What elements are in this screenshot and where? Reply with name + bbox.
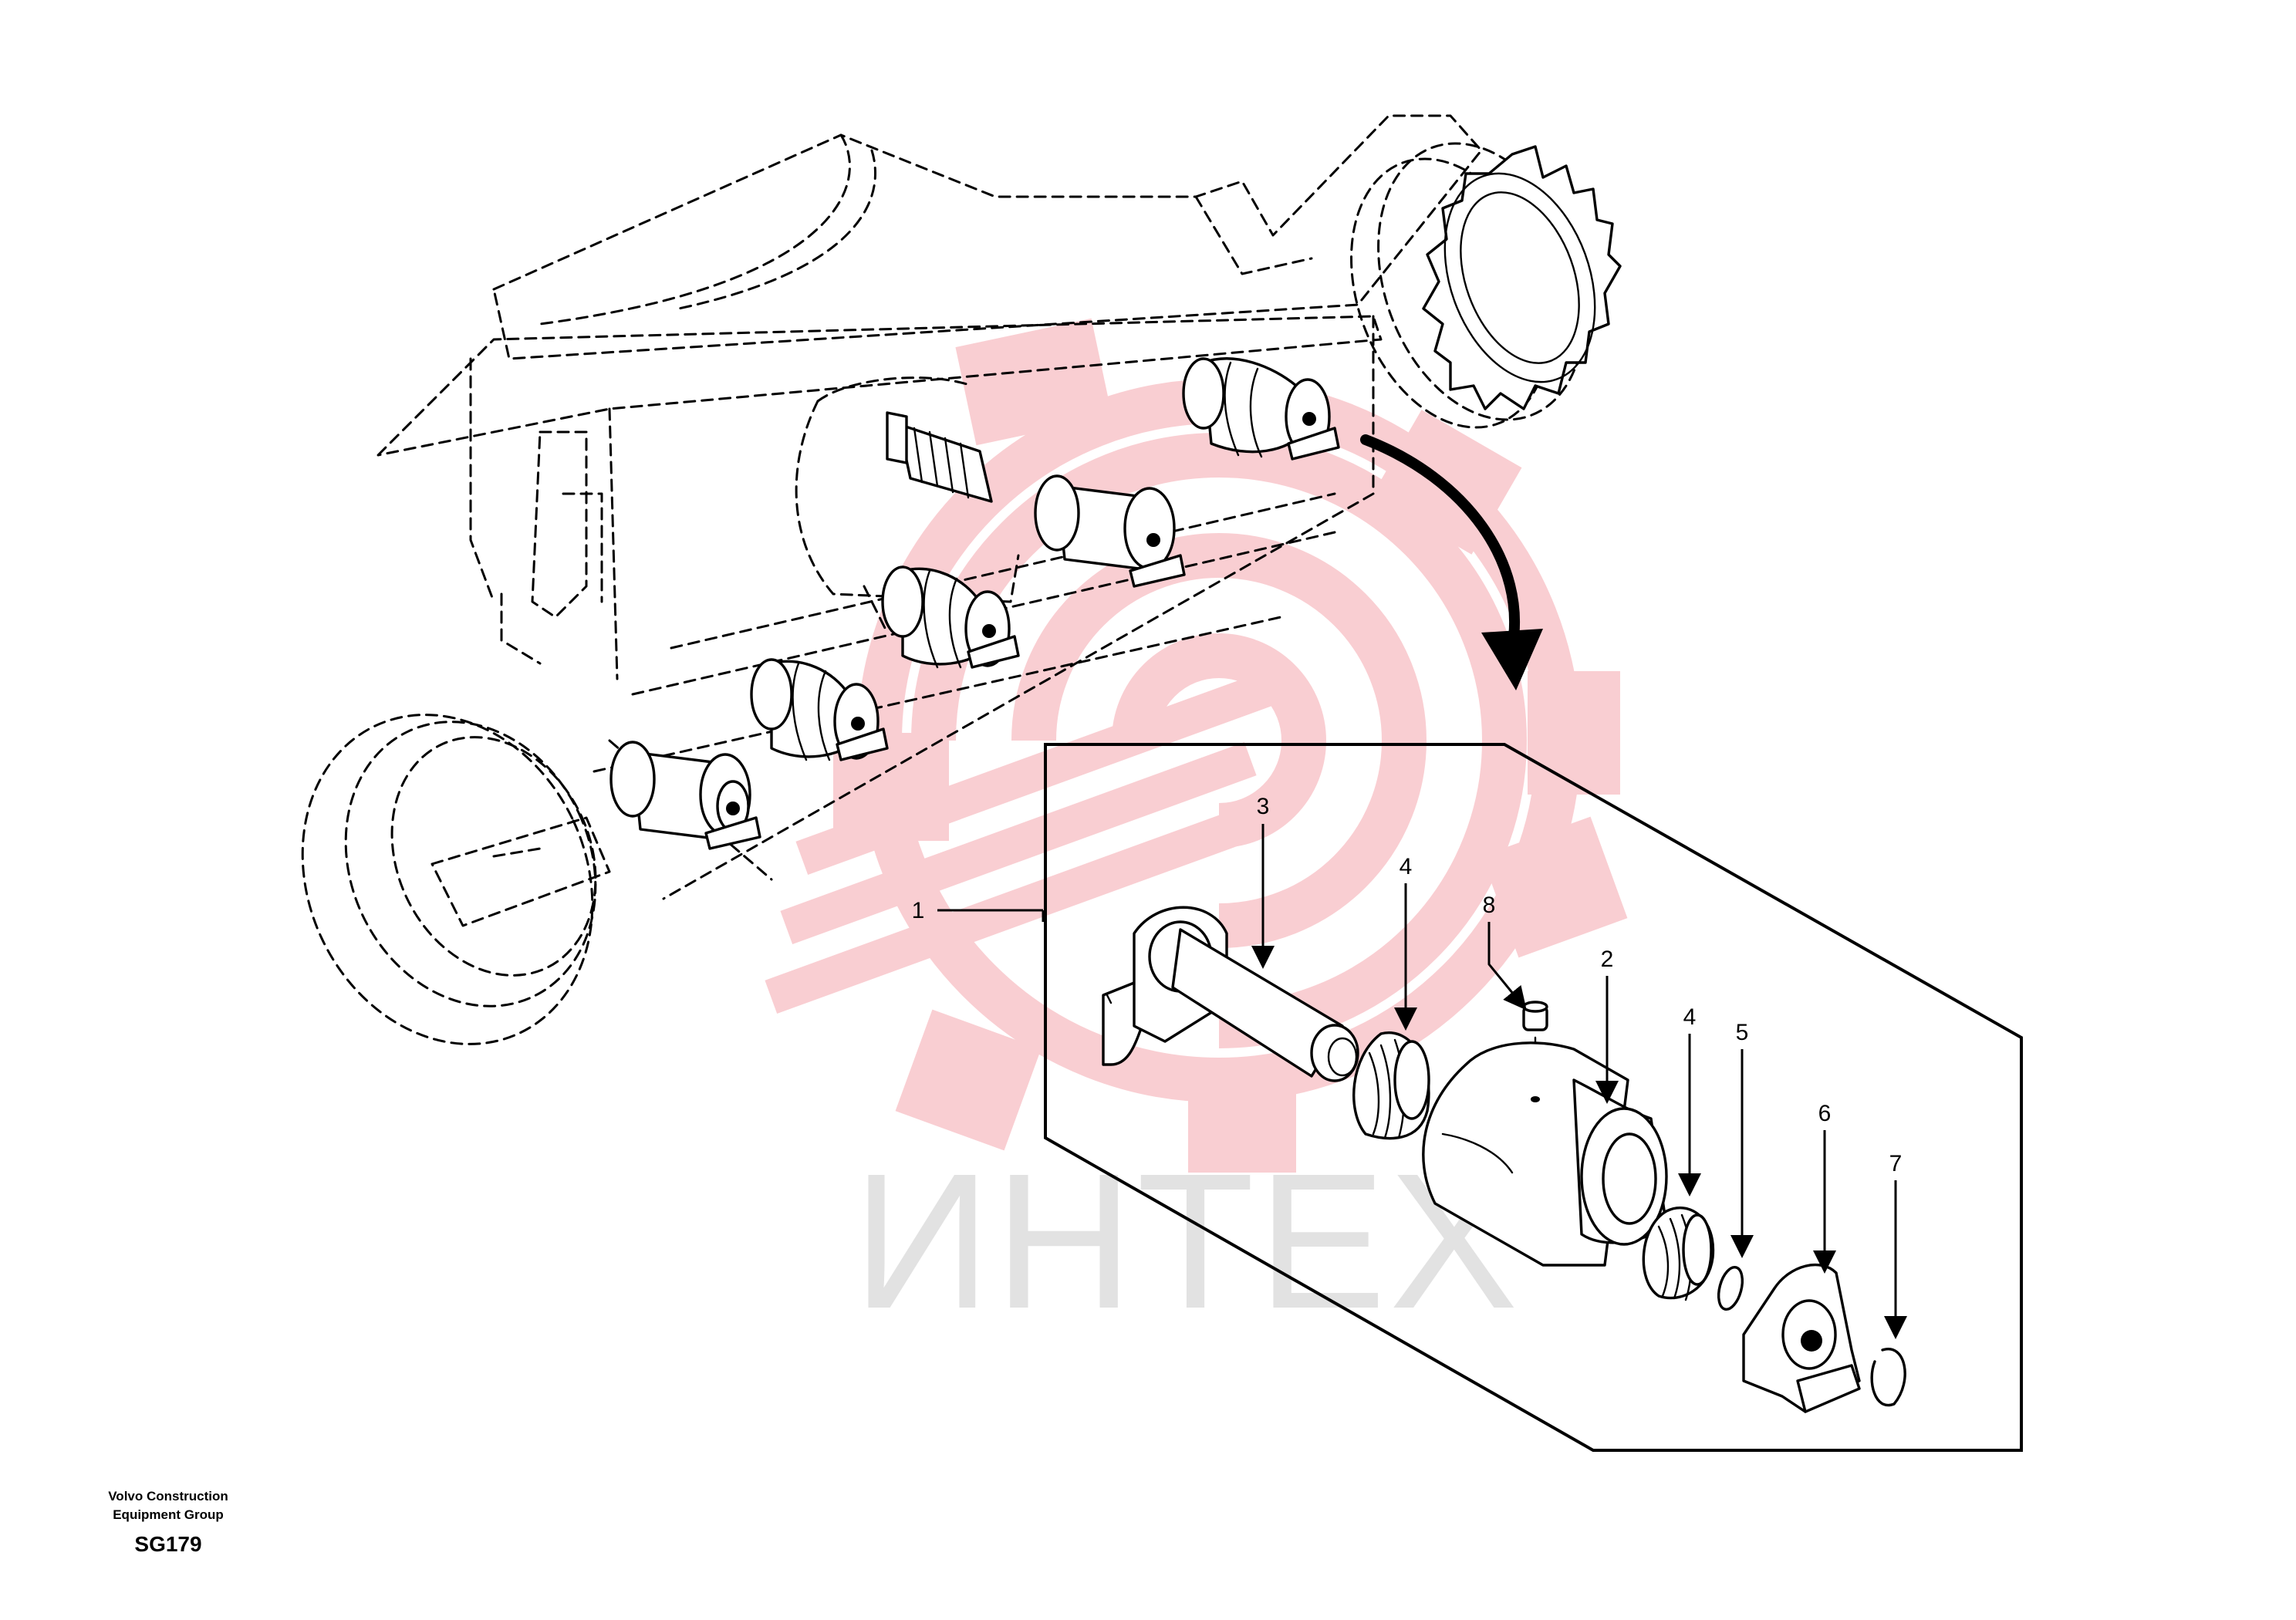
callout-4-right: 4: [1683, 1004, 1697, 1030]
sprocket: [1422, 145, 1622, 410]
callout-5: 5: [1736, 1020, 1749, 1045]
carrier-roller: [886, 411, 993, 503]
roller-2: [750, 658, 889, 761]
callout-numbers: 1 3 4 8 2 4 5 6 7: [912, 794, 1903, 1176]
part-7-snap-ring: [1870, 1348, 1906, 1407]
callout-leaders: [937, 824, 1907, 1339]
detail-frame: [1044, 743, 2023, 1452]
callout-2: 2: [1601, 947, 1614, 972]
roller-3: [881, 565, 1020, 669]
roller-1: [609, 741, 761, 850]
roller-4: [1034, 474, 1186, 588]
callout-4-left: 4: [1400, 854, 1413, 879]
part-2-roller-body: [1422, 1041, 1668, 1267]
footer-company-line2: Equipment Group: [113, 1507, 224, 1522]
callout-1: 1: [912, 898, 925, 923]
callout-8: 8: [1483, 893, 1496, 918]
watermark-text: ИНТЕХ: [853, 1133, 1521, 1348]
callout-3: 3: [1257, 794, 1270, 819]
part-6-bracket: [1742, 1263, 1861, 1413]
undercarriage-frame: [301, 114, 1622, 1045]
callout-6: 6: [1818, 1101, 1832, 1126]
roller-5: [1182, 357, 1340, 461]
part-5-o-ring: [1717, 1266, 1744, 1311]
part-4-seal-right: [1642, 1207, 1715, 1301]
part-4-seal-left: [1352, 1031, 1430, 1140]
footer-block: Volvo Construction Equipment Group SG179: [68, 1487, 268, 1557]
part-3-shaft: [1102, 906, 1359, 1082]
diagram-code: SG179: [134, 1532, 202, 1556]
callout-7: 7: [1889, 1151, 1903, 1176]
footer-company-line1: Volvo Construction: [108, 1489, 228, 1504]
